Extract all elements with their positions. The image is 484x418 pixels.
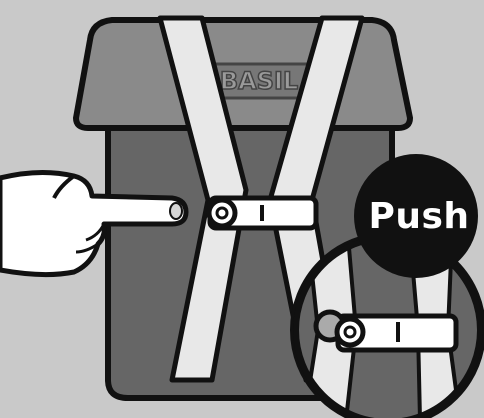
brand-logo-text: BASIL: [220, 67, 298, 95]
reflective-strap-left: [157, 15, 249, 383]
zoom-detail-icon: [290, 232, 484, 418]
pointing-hand-icon: [0, 169, 189, 278]
push-callout: [354, 154, 478, 278]
buckle-icon: [206, 195, 319, 231]
